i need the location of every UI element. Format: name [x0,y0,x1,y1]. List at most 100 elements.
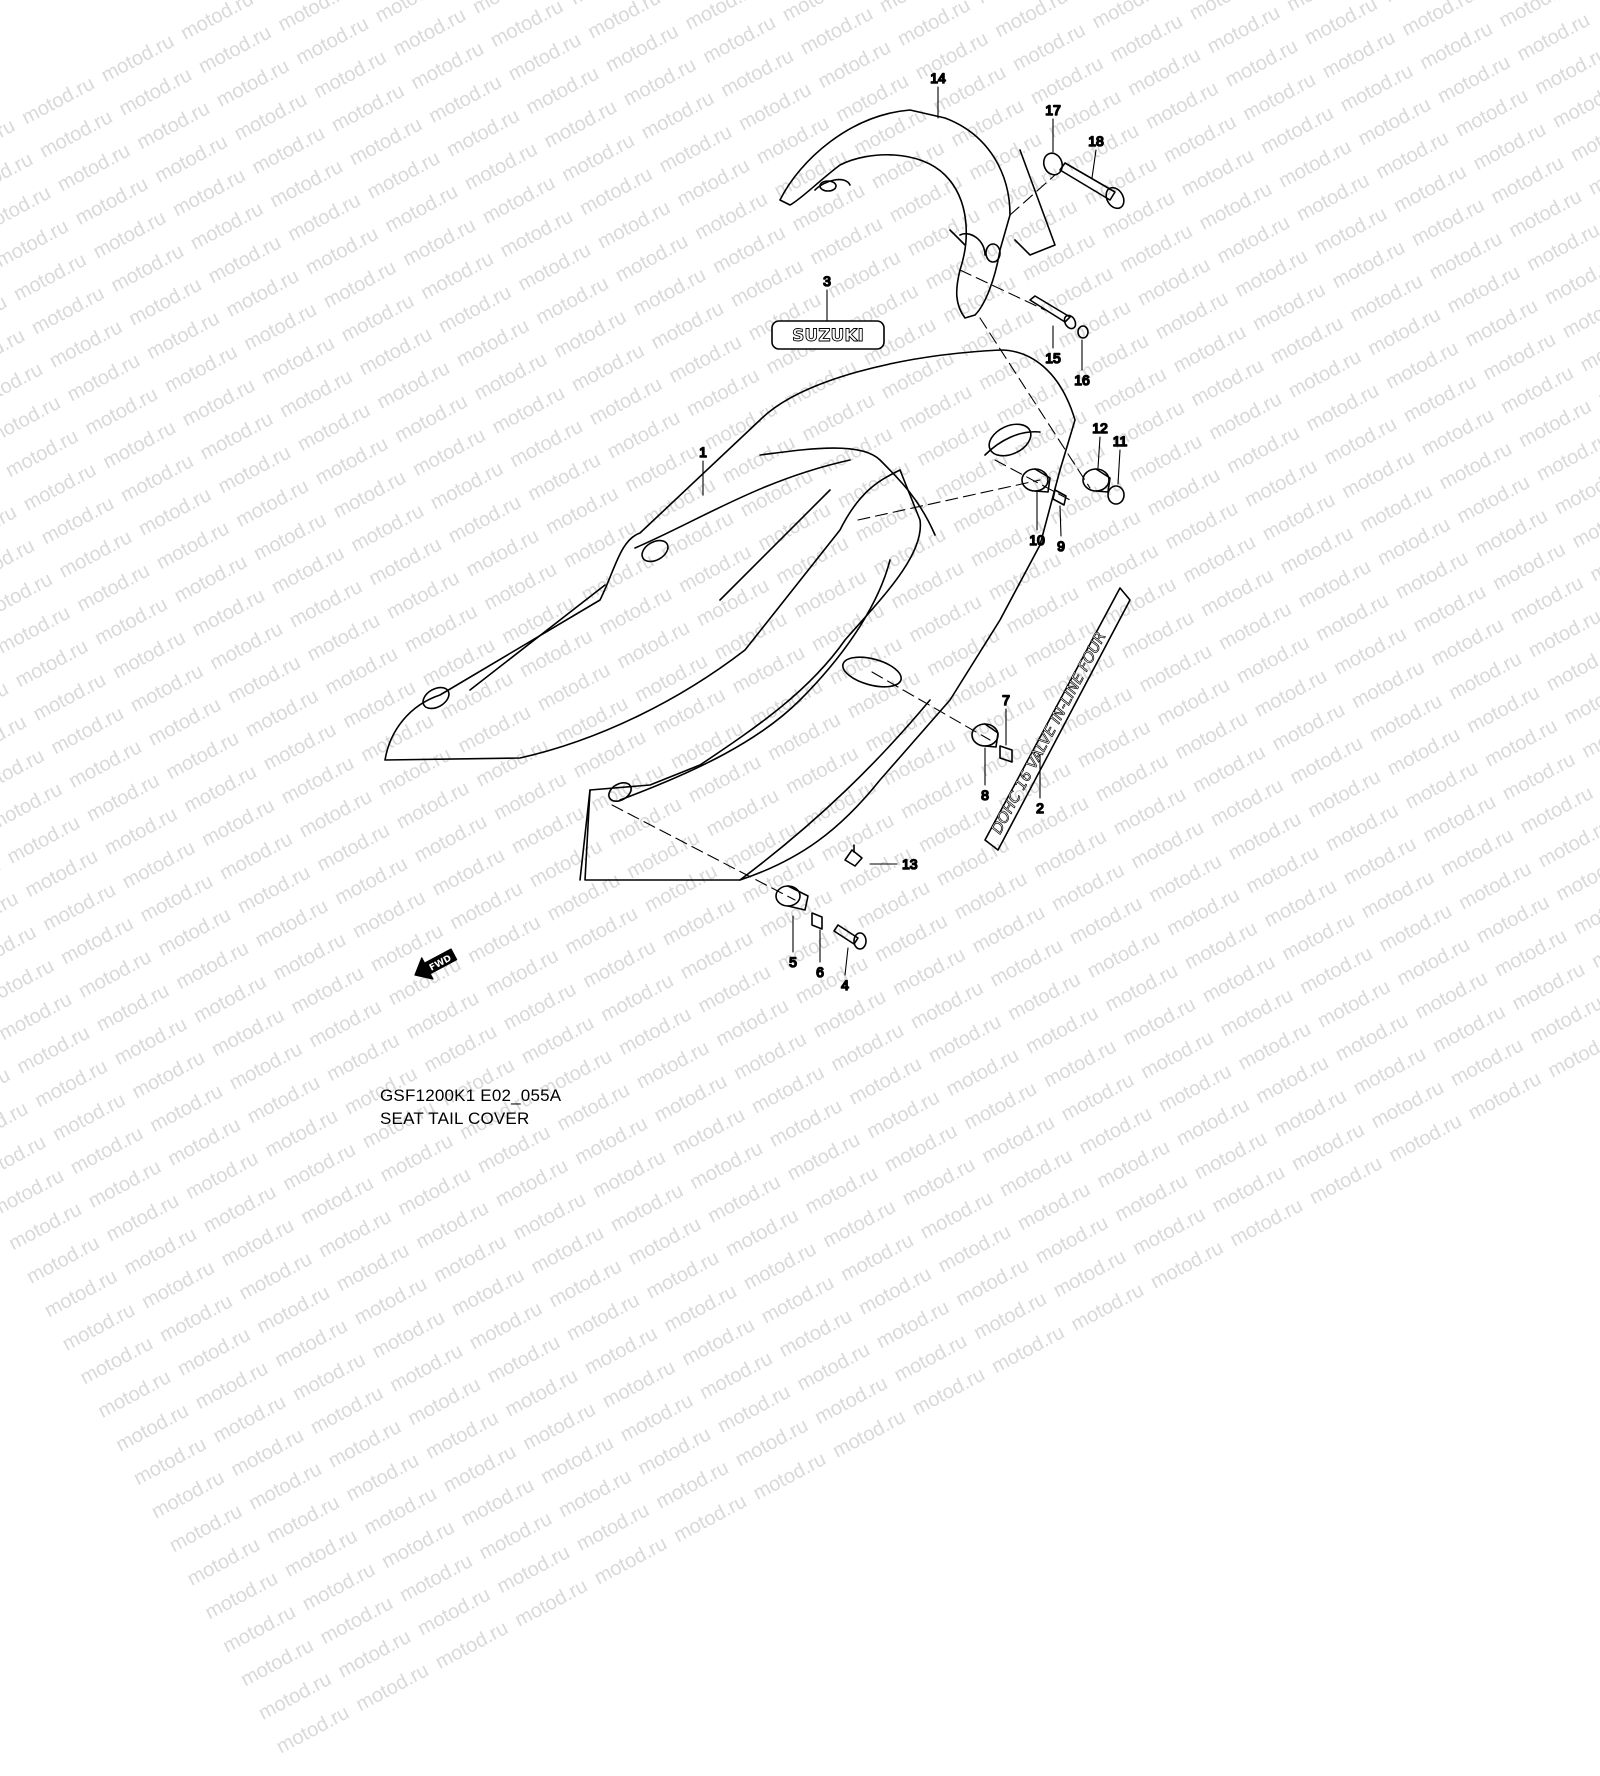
watermark-text: motod.ru [757,1271,838,1329]
callout-1: 1 [699,444,707,460]
watermark-text: motod.ru [263,1491,344,1549]
watermark-text: motod.ru [811,1372,892,1429]
watermark-text: motod.ru [173,1323,255,1381]
watermark-text: motod.ru [112,1399,193,1457]
watermark-text: motod.ru [209,1391,290,1448]
callout-11: 11 [1113,433,1128,449]
watermark-text: motod.ru [555,1465,636,1523]
watermark-text: motod.ru [970,1287,1051,1345]
watermark-text: motod.ru [475,1507,556,1565]
watermark-text: motod.ru [934,1220,1015,1278]
watermark-text: motod.ru [448,1264,529,1321]
watermark-text: motod.ru [271,1315,352,1372]
watermark-text: motod.ru [412,1197,493,1254]
watermark-text: motod.ru [289,1348,370,1406]
watermark-text: motod.ru [1147,1236,1228,1294]
callout-9: 9 [1057,538,1065,554]
watermark-text: motod.ru [130,1433,211,1490]
callout-17: 17 [1045,102,1061,118]
watermark-text: motod.ru [378,1516,459,1574]
watermark-text: motod.ru [315,1205,396,1263]
watermark-text: motod.ru [660,1280,741,1337]
callout-labels: 14 3 1 17 18 15 16 12 11 10 9 7 8 2 13 5… [698,69,1128,994]
hardware [775,152,1125,950]
watermark-text: motod.ru [5,1198,86,1255]
watermark-text: motod.ru [634,1423,715,1480]
watermark-text: motod.ru [749,1448,830,1505]
watermark-text: motod.ru [306,1382,387,1439]
callout-14: 14 [930,70,946,86]
watermark-text: motod.ru [368,1306,449,1363]
watermark-text: motod.ru [775,1305,856,1362]
watermark-text: motod.ru [94,1366,175,1423]
watermark-text: motod.ru [1031,1212,1112,1269]
watermark-text: motod.ru [493,1541,574,1598]
watermark-text: motod.ru [598,1356,679,1413]
watermark-text: motod.ru [253,1281,334,1339]
watermark-text: motod.ru [422,1407,503,1464]
watermark-text: motod.ru [457,1474,538,1531]
watermark-text: motod.ru [439,1440,520,1498]
watermark-text: motod.ru [350,1272,431,1330]
callout-5: 5 [789,954,797,970]
parts-diagram: DOHC 16 VALVE IN-LINE FOUR SUZUKI [384,69,1131,994]
watermark-text: motod.ru [581,1322,662,1380]
callout-15: 15 [1045,350,1061,366]
diagram-title: SEAT TAIL COVER [380,1109,530,1128]
watermark-text: motod.ru [952,1254,1033,1311]
watermark-text: motod.ru [191,1357,272,1414]
watermark-text: motod.ru [120,1223,201,1280]
decal-strip: DOHC 16 VALVE IN-LINE FOUR [984,587,1131,851]
callout-7: 7 [1002,692,1010,708]
watermark-text: motod.ru [988,1321,1069,1378]
fwd-arrow-icon: FWD [414,948,458,980]
watermark-text: motod.ru [316,1592,397,1649]
watermark-text: motod.ru [404,1373,485,1431]
watermark-text: motod.ru [642,1246,723,1304]
watermark-text: motod.ru [519,1398,600,1455]
watermark-text: motod.ru [342,1449,423,1506]
watermark-text: motod.ru [156,1290,237,1347]
callout-6: 6 [816,964,824,980]
watermark-text: motod.ru [590,1532,671,1590]
diagram-code: GSF1200K1 E02_055A [380,1086,562,1105]
watermark-text: motod.ru [272,1701,353,1759]
watermark-text: motod.ru [793,1338,874,1396]
watermark-text: motod.ru [298,1558,379,1616]
watermark-text: motod.ru [829,1405,910,1463]
watermark-text: motod.ru [1067,1279,1148,1336]
watermark-text: motod.ru [138,1256,219,1314]
watermark-text: motod.ru [872,1296,953,1354]
watermark-text: motod.ru [58,1299,139,1356]
watermark-text: motod.ru [183,1533,264,1591]
watermark-text: motod.ru [235,1248,316,1305]
leader-lines [702,86,1121,976]
watermark-text: motod.ru [324,1415,405,1473]
watermark-text: motod.ru [227,1424,308,1482]
watermark-text: motod.ru [837,1229,918,1286]
watermark-text: motod.ru [652,1456,733,1514]
watermark-text: motod.ru [616,1389,697,1447]
callout-4: 4 [841,977,849,993]
watermark-text: motod.ru [414,1583,495,1641]
watermark-text: motod.ru [237,1634,318,1692]
watermark-text: motod.ru [431,1617,512,1674]
watermark-text: motod.ru [696,1347,777,1404]
callout-3: 3 [823,273,831,289]
watermark-text: motod.ru [1129,1203,1210,1260]
watermark-text: motod.ru [1049,1245,1130,1303]
callout-8: 8 [981,787,989,803]
watermark-text: motod.ru [332,1239,413,1296]
suzuki-emblem: SUZUKI [771,320,885,350]
watermark-text: motod.ru [217,1214,298,1272]
callout-10: 10 [1029,532,1045,548]
watermark-text: motod.ru [890,1330,971,1387]
watermark-text: motod.ru [148,1466,229,1524]
watermark-text: motod.ru [483,1331,564,1388]
watermark-text: motod.ru [360,1482,441,1540]
grab-handle [779,109,1056,319]
watermark-text: motod.ru [537,1432,618,1489]
watermark-text: motod.ru [563,1289,644,1346]
callout-18: 18 [1088,133,1104,149]
watermark-text: motod.ru [501,1364,582,1422]
